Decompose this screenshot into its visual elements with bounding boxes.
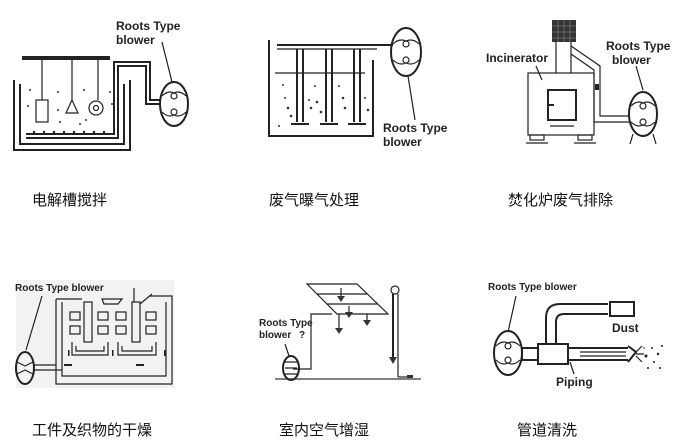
aeration-tank [268,40,374,137]
roots-blower-icon [628,91,658,145]
electrode-bar [22,56,110,60]
roots-blower-icon [282,355,300,381]
panel-workpiece-fabric-drying: Roots Type blower 工件及织物的干燥 [0,222,225,444]
spray-nozzles [335,288,371,334]
blower-label: Roots Type blower [488,282,577,293]
drying-chamber-right [115,288,157,356]
caption-workpiece-fabric-drying: 工件及织物的干燥 [32,421,153,439]
blower-label-line2: blower [259,330,291,341]
tank-inner [19,84,125,145]
humidification-diagram: Roots Type blower ? [259,283,421,381]
return-duct [55,295,173,385]
blower-label-line1: Roots Type [383,121,448,135]
roots-blower-icon [493,330,523,376]
electrode-circle [88,100,104,116]
caption-indoor-humidification: 室内空气增湿 [279,421,370,439]
piping-label: Piping [556,375,593,389]
blower-label: Roots Type blower [15,283,104,294]
blower-label-line2: blower [612,53,651,67]
caption-waste-gas-aeration: 废气曝气处理 [269,191,360,209]
downcomers [291,49,366,125]
electrolytic-tank-diagram: Roots Type blower [13,19,189,151]
tank-outer [13,80,131,151]
drying-diagram: Roots Type blower [15,280,174,388]
caption-incinerator-exhaust: 焚化炉废气排除 [508,191,614,209]
panel-incinerator-exhaust: Roots Type blower Incinerator 焚化炉废气排除 [450,0,675,222]
electrode-rect [35,99,49,123]
supply-pipe [293,313,332,370]
caption-electrolytic-tank-stirring: 电解槽搅拌 [32,191,108,209]
blower-label-line1: Roots Type [259,318,313,329]
incinerator-label: Incinerator [486,51,548,65]
water-riser [389,285,413,378]
ceiling-grid [305,283,390,315]
aeration-pipe [26,65,160,139]
exhaust-pipe [570,45,630,117]
panel-electrolytic-tank-stirring: Roots Type blower 电解槽搅拌 [0,0,225,222]
electrode-triangle [65,98,79,114]
dust-label: Dust [612,321,639,335]
bubbles [278,84,370,127]
roots-blower-icon [159,81,189,127]
blower-label-line2: blower [383,135,422,149]
piping [521,301,638,365]
drying-chamber-left [56,298,124,356]
dust-particles [643,345,663,369]
bubbles [27,89,113,125]
caption-pipe-cleaning: 管道清洗 [517,421,578,439]
roots-blower-icon [390,27,422,77]
question-mark: ? [299,330,305,341]
pipe-cleaning-diagram: Roots Type blower Dust Piping [488,282,663,389]
blower-label-line2: blower [116,33,155,47]
panel-pipe-cleaning: Roots Type blower Dust Piping 管道清洗 [450,222,675,444]
blower-label-line1: Roots Type [116,19,181,33]
incinerator-diagram: Roots Type blower Incinerator [486,20,671,145]
panel-waste-gas-aeration: Roots Type blower 废气曝气处理 [225,0,450,222]
aeration-diagram: Roots Type blower [268,27,448,149]
roots-blower-icon [15,351,35,385]
blower-label-line1: Roots Type [606,39,671,53]
panel-indoor-humidification: Roots Type blower ? 室内空气增湿 [225,222,450,444]
